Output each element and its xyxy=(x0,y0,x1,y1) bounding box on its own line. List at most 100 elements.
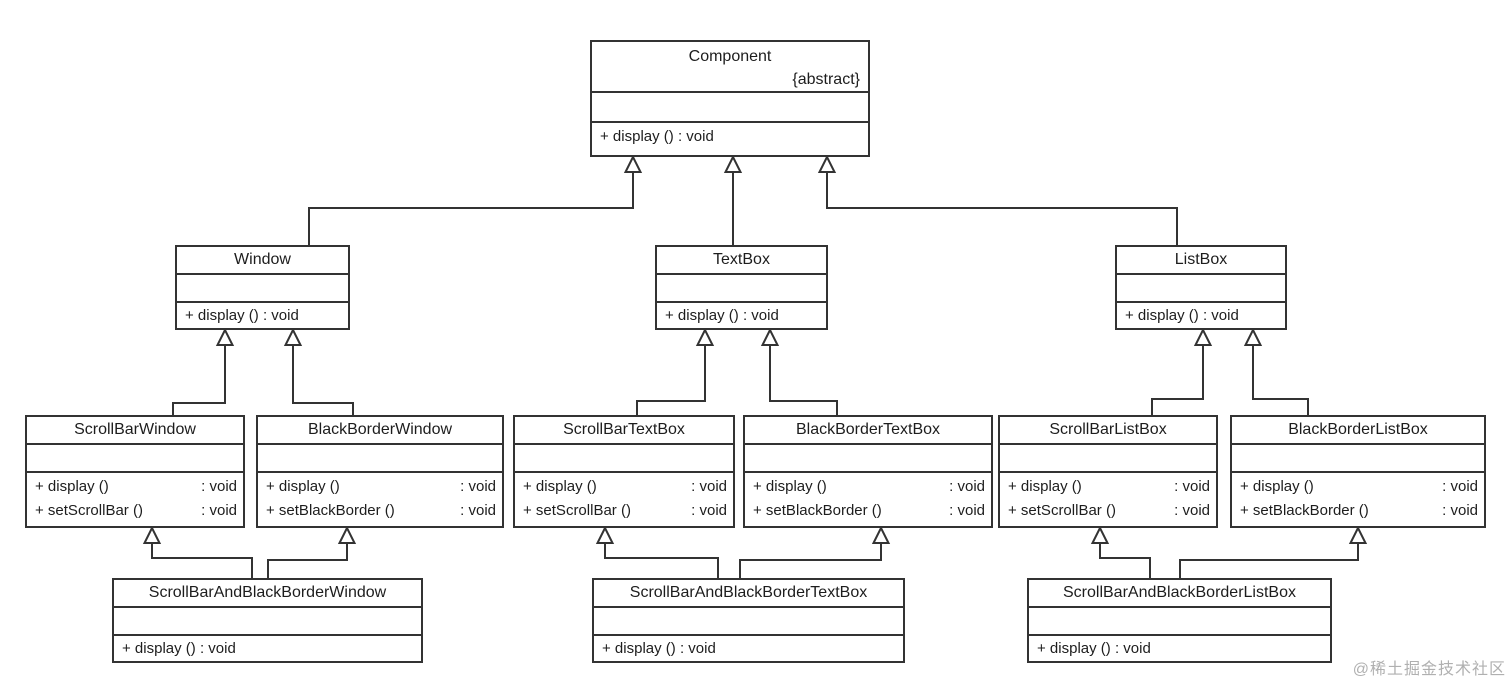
generalization-arrowhead-icon xyxy=(760,327,780,346)
attributes-compartment xyxy=(594,608,903,636)
operation: + display () : void xyxy=(1125,307,1239,324)
operation-return-type: : void xyxy=(460,478,496,495)
operation-return-type: : void xyxy=(949,478,985,495)
operation-return-type: : void xyxy=(949,502,985,519)
operation-return-type: : void xyxy=(460,502,496,519)
operations-compartment: + display () : void + setBlackBorder () … xyxy=(1232,473,1484,523)
connector-sbbbwindow-to-scrollbarwindow xyxy=(151,543,253,578)
connector-blackborderwindow-to-window xyxy=(292,345,354,415)
watermark: @稀土掘金技术社区 xyxy=(1352,661,1506,678)
class-name: Component xyxy=(688,48,772,65)
class-box-scrollbarandblackbordertextbox: ScrollBarAndBlackBorderTextBox + display… xyxy=(592,578,905,663)
operations-compartment: + display () : void xyxy=(177,303,348,328)
operation-return-type: : void xyxy=(201,478,237,495)
generalization-arrowhead-icon xyxy=(695,327,715,346)
attributes-compartment xyxy=(657,275,826,303)
operations-compartment: + display () : void xyxy=(594,636,903,661)
operation-return-type: : void xyxy=(1174,478,1210,495)
generalization-arrowhead-icon xyxy=(817,154,837,173)
generalization-arrowhead-icon xyxy=(283,327,303,346)
operations-compartment: + display () : void + setScrollBar () : … xyxy=(515,473,733,523)
class-name: ScrollBarListBox xyxy=(1000,417,1216,445)
class-box-listbox: ListBox + display () : void xyxy=(1115,245,1287,330)
class-box-scrollbarandblackborderlistbox: ScrollBarAndBlackBorderListBox + display… xyxy=(1027,578,1332,663)
operation: + display () : void xyxy=(185,307,299,324)
class-box-blackborderwindow: BlackBorderWindow + display () : void + … xyxy=(256,415,504,528)
generalization-arrowhead-icon xyxy=(1348,525,1368,544)
operation-signature: + setScrollBar () xyxy=(35,502,143,519)
class-header: Component {abstract} xyxy=(592,42,868,93)
operation-signature: + display () xyxy=(1240,478,1314,495)
operation: + display () : void xyxy=(266,475,496,499)
class-box-scrollbartextbox: ScrollBarTextBox + display () : void + s… xyxy=(513,415,735,528)
operation: + display () : void xyxy=(35,475,237,499)
connector-sbbblistbox-to-blackborderlistbox xyxy=(1179,543,1359,578)
connector-listbox-to-component xyxy=(826,172,1178,245)
class-box-blackborderlistbox: BlackBorderListBox + display () : void +… xyxy=(1230,415,1486,528)
operation: + display () : void xyxy=(600,128,714,145)
operation: + setScrollBar () : void xyxy=(523,499,727,523)
operations-compartment: + display () : void + setBlackBorder () … xyxy=(745,473,991,523)
operation-signature: + setBlackBorder () xyxy=(266,502,395,519)
operations-compartment: + display () : void xyxy=(657,303,826,328)
class-box-component: Component {abstract} + display () : void xyxy=(590,40,870,157)
class-name: BlackBorderTextBox xyxy=(745,417,991,445)
generalization-arrowhead-icon xyxy=(723,154,743,173)
class-box-scrollbarandblackborderwindow: ScrollBarAndBlackBorderWindow + display … xyxy=(112,578,423,663)
operation-return-type: : void xyxy=(1442,502,1478,519)
class-box-scrollbarwindow: ScrollBarWindow + display () : void + se… xyxy=(25,415,245,528)
class-name: Window xyxy=(177,247,348,275)
operation-signature: + display () xyxy=(523,478,597,495)
operation-return-type: : void xyxy=(691,478,727,495)
generalization-arrowhead-icon xyxy=(1193,327,1213,346)
operation: + display () : void xyxy=(602,640,716,657)
connector-scrollbarlistbox-to-listbox xyxy=(1151,345,1204,415)
attributes-compartment xyxy=(1000,445,1216,473)
attributes-compartment xyxy=(515,445,733,473)
connector-sbbbtextbox-to-scrollbartextbox xyxy=(604,543,719,578)
attributes-compartment xyxy=(1029,608,1330,636)
generalization-arrowhead-icon xyxy=(1090,525,1110,544)
class-stereotype: {abstract} xyxy=(792,71,860,88)
class-box-window: Window + display () : void xyxy=(175,245,350,330)
operation-signature: + setScrollBar () xyxy=(523,502,631,519)
generalization-arrowhead-icon xyxy=(1243,327,1263,346)
operation: + setScrollBar () : void xyxy=(1008,499,1210,523)
connector-scrollbartextbox-to-textbox xyxy=(636,345,706,415)
connector-sbbblistbox-to-scrollbarlistbox xyxy=(1099,543,1151,578)
connector-window-to-component xyxy=(308,172,634,245)
class-name: ScrollBarAndBlackBorderListBox xyxy=(1029,580,1330,608)
attributes-compartment xyxy=(1117,275,1285,303)
generalization-arrowhead-icon xyxy=(595,525,615,544)
operations-compartment: + display () : void xyxy=(114,636,421,661)
operation-signature: + setBlackBorder () xyxy=(1240,502,1369,519)
operations-compartment: + display () : void + setScrollBar () : … xyxy=(1000,473,1216,523)
connector-blackbordertextbox-to-textbox xyxy=(769,345,838,415)
generalization-arrowhead-icon xyxy=(142,525,162,544)
operations-compartment: + display () : void + setScrollBar () : … xyxy=(27,473,243,523)
connector-sbbbtextbox-to-blackbordertextbox xyxy=(739,543,882,578)
operation: + display () : void xyxy=(665,307,779,324)
operations-compartment: + display () : void xyxy=(1029,636,1330,661)
class-name: ScrollBarTextBox xyxy=(515,417,733,445)
operation-return-type: : void xyxy=(1442,478,1478,495)
class-name: ListBox xyxy=(1117,247,1285,275)
class-name: ScrollBarAndBlackBorderWindow xyxy=(114,580,421,608)
class-box-blackbordertextbox: BlackBorderTextBox + display () : void +… xyxy=(743,415,993,528)
operation: + setBlackBorder () : void xyxy=(1240,499,1478,523)
operation: + display () : void xyxy=(753,475,985,499)
operation-signature: + display () xyxy=(266,478,340,495)
class-name: ScrollBarWindow xyxy=(27,417,243,445)
generalization-arrowhead-icon xyxy=(215,327,235,346)
operation-signature: + display () xyxy=(753,478,827,495)
attributes-compartment xyxy=(27,445,243,473)
class-name: BlackBorderWindow xyxy=(258,417,502,445)
operation: + display () : void xyxy=(1240,475,1478,499)
operations-compartment: + display () : void xyxy=(592,123,868,151)
operations-compartment: + display () : void + setBlackBorder () … xyxy=(258,473,502,523)
operation: + setBlackBorder () : void xyxy=(753,499,985,523)
operations-compartment: + display () : void xyxy=(1117,303,1285,328)
class-name: BlackBorderListBox xyxy=(1232,417,1484,445)
